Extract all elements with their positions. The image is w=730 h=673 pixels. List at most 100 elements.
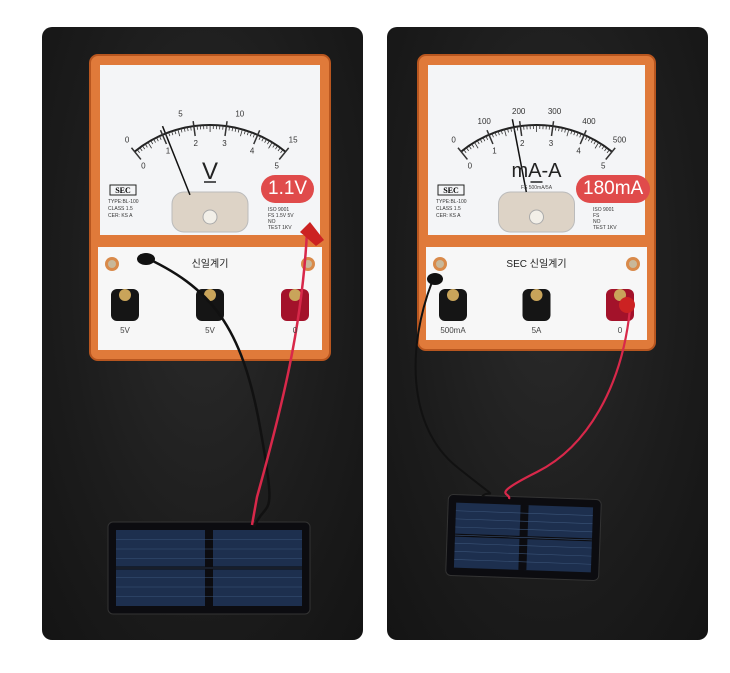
scale-tick — [579, 130, 587, 145]
scale-tick — [601, 145, 605, 150]
top-scale-label: 5 — [178, 109, 183, 118]
scale-tick — [192, 121, 196, 137]
current-reading-badge: 180mA — [576, 175, 651, 203]
bottom-scale-label: 2 — [520, 139, 525, 148]
scale-tick — [494, 132, 497, 137]
scale-tick — [564, 128, 567, 133]
cell-line — [455, 518, 593, 524]
scale-tick — [491, 133, 494, 138]
top-scale-label: 10 — [235, 109, 244, 118]
scale-tick — [147, 142, 152, 149]
black-alligator-clip — [137, 253, 155, 265]
scale-tick — [465, 147, 469, 152]
scale-tick — [156, 137, 159, 142]
scale-tick — [500, 130, 503, 135]
scale-tick — [186, 127, 189, 132]
scale-tick — [555, 126, 557, 131]
cell-line — [455, 526, 593, 533]
cell-line — [455, 534, 592, 541]
scale-tick — [486, 129, 494, 145]
top-scale-label: 15 — [289, 135, 298, 144]
scale-tick — [258, 136, 262, 141]
bottom-scale-label: 2 — [193, 139, 198, 148]
scale-tick — [171, 131, 174, 136]
post-hole — [614, 289, 626, 301]
post-hole — [447, 289, 459, 301]
red-alligator-clip — [300, 222, 324, 246]
scale-tick — [561, 127, 563, 132]
scale-tick — [177, 129, 181, 137]
scale-tick — [497, 131, 500, 136]
scale-tick — [246, 131, 249, 136]
scale-tick — [570, 130, 573, 135]
spec-text: FS 1.5V 5V — [268, 213, 294, 219]
spec-text: TEST 1KV — [268, 225, 292, 231]
scale-tick — [243, 130, 246, 135]
scale-tick — [234, 127, 237, 132]
binding-post — [111, 289, 139, 321]
spec-text: NO — [593, 219, 601, 225]
scale-tick — [482, 137, 486, 142]
bottom-scale-label: 5 — [274, 162, 279, 171]
red-wire — [250, 231, 309, 526]
scale-tick — [267, 140, 270, 145]
scale-tick — [153, 138, 156, 143]
scale-tick — [463, 149, 467, 154]
scale-tick — [550, 121, 555, 137]
scale-tick — [142, 145, 146, 150]
full-scale-label: FS 500mA/5A — [521, 185, 553, 191]
cell-line — [454, 559, 592, 565]
scale-tick — [457, 147, 468, 160]
binding-post — [522, 289, 551, 321]
scale-tick — [174, 130, 177, 135]
terminal-label: 5V — [120, 326, 130, 335]
terminal-label: 0 — [618, 326, 623, 335]
scale-tick — [264, 138, 267, 143]
scale-tick — [593, 140, 597, 145]
scale-tick — [576, 132, 579, 137]
post-hole — [119, 289, 131, 301]
bottom-scale-label: 1 — [166, 147, 171, 156]
spec-text: TYPE:BL-100 — [108, 199, 139, 205]
bottom-scale-label: 3 — [549, 139, 554, 148]
scale-tick — [594, 142, 600, 149]
screw — [108, 260, 116, 268]
scale-tick — [468, 145, 472, 150]
spec-text: FS — [593, 213, 600, 219]
top-scale-label: 0 — [451, 135, 456, 144]
scale-tick — [277, 147, 281, 152]
scale-tick — [268, 142, 273, 149]
cell-line — [454, 551, 592, 557]
scale-tick — [275, 145, 279, 150]
scale-tick — [159, 135, 162, 140]
scale-tick — [485, 135, 489, 140]
spec-text: CLASS 1.5 — [108, 206, 133, 212]
scale-tick — [228, 126, 230, 131]
pivot — [529, 209, 544, 225]
scale-tick — [136, 149, 140, 154]
scale-tick — [168, 132, 171, 137]
bottom-scale-label: 4 — [576, 147, 581, 156]
scale-tick — [604, 147, 608, 152]
scale-tick — [598, 143, 602, 148]
spec-text: CLASS 1.5 — [436, 206, 461, 212]
scale-tick — [479, 138, 483, 143]
scale-arc — [133, 124, 287, 153]
post-hole — [530, 289, 543, 301]
spec-text: ISO 9001 — [593, 207, 614, 213]
scale-tick — [144, 143, 148, 148]
scale-tick — [503, 129, 507, 137]
scale-tick — [272, 143, 276, 148]
red-alligator-clip — [619, 297, 635, 313]
scale-tick — [240, 129, 243, 137]
brand-box — [437, 184, 465, 196]
scale-tick — [513, 127, 516, 132]
scale-tick — [150, 140, 154, 145]
post-hole — [289, 289, 301, 301]
spec-text: ISO 9001 — [268, 207, 289, 213]
black-wire — [139, 253, 271, 528]
